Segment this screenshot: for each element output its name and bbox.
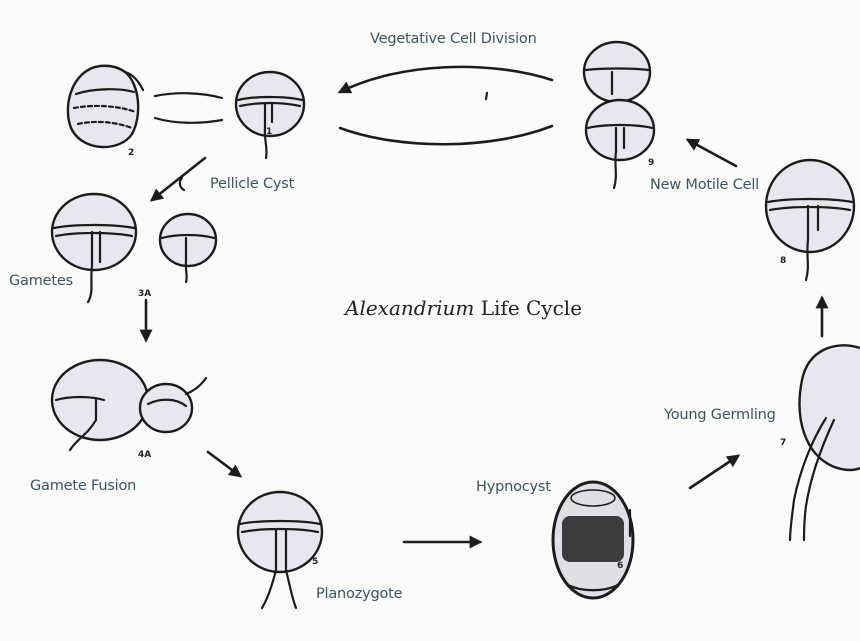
pellicle-hook — [180, 178, 184, 190]
label-gamete-fusion: Gamete Fusion — [30, 478, 136, 494]
label-hypnocyst: Hypnocyst — [476, 479, 551, 495]
arrow-to-planozygote — [208, 452, 240, 476]
arrow-to-germling — [690, 456, 738, 488]
stage-6-hypnocyst — [553, 482, 633, 598]
label-gametes: Gametes — [9, 273, 73, 289]
stage-7-germling — [790, 345, 860, 540]
cyst-link-lines — [155, 93, 222, 123]
stage-number-9: 9 — [648, 158, 654, 168]
label-new-motile-cell: New Motile Cell — [650, 177, 759, 193]
stage-1-cell — [236, 72, 304, 158]
label-young-germling: Young Germling — [664, 407, 776, 423]
stage-number-7: 7 — [780, 438, 786, 448]
title-rest: Life Cycle — [474, 296, 582, 320]
vegetative-division-arrows — [340, 67, 552, 144]
stage-2-cyst — [68, 66, 143, 147]
label-planozygote: Planozygote — [316, 586, 402, 602]
stage-number-1: 1 — [266, 127, 272, 137]
title-genus: Alexandrium — [345, 296, 474, 320]
arrow-to-stage-9 — [688, 140, 736, 166]
stage-5-planozygote — [238, 492, 322, 608]
stage-9-dividing-cells — [584, 42, 654, 188]
stage-number-4a: 4A — [138, 450, 151, 460]
stage-number-3a: 3A — [138, 289, 151, 299]
arrow-to-gametes — [152, 158, 205, 200]
stage-number-5: 5 — [312, 557, 318, 567]
stage-4-fusion — [52, 360, 206, 450]
label-pellicle-cyst: Pellicle Cyst — [210, 176, 294, 192]
stage-number-8: 8 — [780, 256, 786, 266]
stage-3-gametes — [52, 194, 216, 302]
stage-number-2: 2 — [128, 148, 134, 158]
stage-number-6: 6 — [617, 561, 623, 571]
label-vegetative-cell-division: Vegetative Cell Division — [370, 31, 537, 47]
diagram-title: Alexandrium Life Cycle — [345, 296, 582, 320]
